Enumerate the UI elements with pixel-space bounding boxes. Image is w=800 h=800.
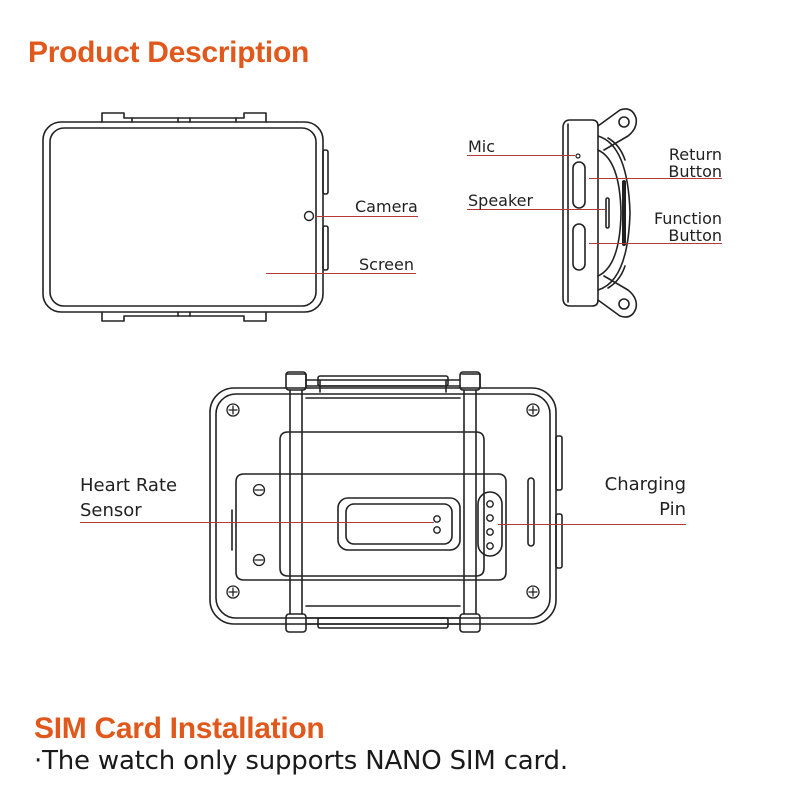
function-button-label: Function Button — [630, 210, 722, 244]
camera-leader-line — [316, 216, 418, 217]
heart-rate-leader-line — [80, 522, 434, 523]
charging-pin-label-line2: Pin — [659, 499, 686, 520]
nano-sim-note: ·The watch only supports NANO SIM card. — [34, 746, 568, 776]
return-button-label-line2: Button — [668, 162, 722, 181]
function-button-label-line2: Button — [668, 226, 722, 245]
watch-front-view — [42, 112, 329, 322]
heart-rate-sensor-label-line1: Heart Rate — [80, 475, 178, 496]
heart-rate-sensor-label-line2: Sensor — [80, 500, 142, 521]
camera-icon — [303, 210, 315, 222]
speaker-label: Speaker — [468, 191, 534, 210]
sim-card-installation-title: SIM Card Installation — [34, 712, 325, 745]
mic-leader-line — [467, 155, 575, 156]
watch-side-view — [562, 108, 638, 318]
charging-pin-label: Charging Pin — [586, 472, 686, 522]
return-button-leader-line — [589, 178, 722, 179]
watch-back-view — [209, 371, 563, 633]
charging-pin-label-line1: Charging — [604, 474, 686, 495]
function-button-label-line1: Function — [653, 209, 722, 228]
return-button-label: Return Button — [640, 146, 722, 180]
camera-label: Camera — [355, 197, 418, 216]
mic-label: Mic — [468, 137, 496, 156]
return-button-label-line1: Return — [668, 145, 722, 164]
function-button-leader-line — [589, 243, 722, 244]
screen-leader-line — [266, 273, 416, 274]
heart-rate-sensor-label: Heart Rate Sensor — [80, 473, 177, 523]
product-description-title: Product Description — [28, 36, 309, 69]
charging-pin-leader-line — [498, 524, 686, 525]
speaker-leader-line — [467, 209, 605, 210]
screen-label: Screen — [359, 255, 415, 274]
